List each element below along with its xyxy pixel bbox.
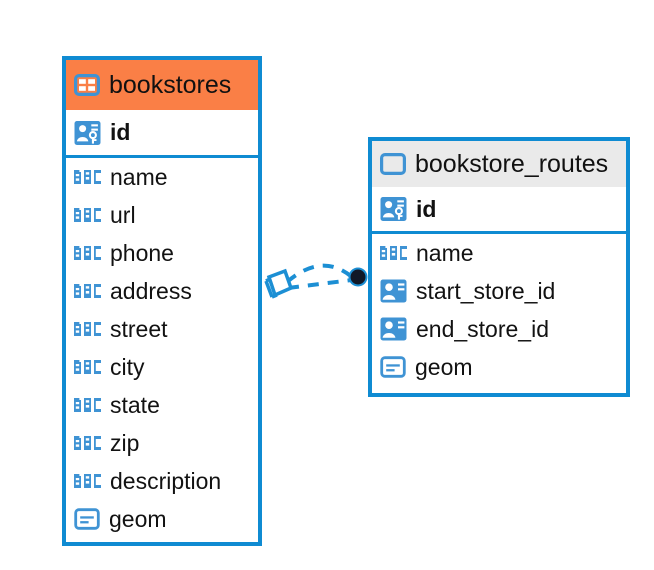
field-row-geom[interactable]: geom: [66, 500, 258, 538]
field-label: phone: [110, 239, 174, 266]
geometry-icon: [74, 508, 100, 530]
abc-text-icon: [74, 246, 101, 260]
field-row-phone[interactable]: phone: [66, 234, 258, 272]
entity-header-bookstore-routes[interactable]: bookstore_routes: [372, 141, 626, 187]
geometry-icon: [380, 356, 406, 378]
primary-key-icon: [380, 197, 407, 221]
abc-text-icon: [74, 170, 101, 184]
relationship-line-lower: [287, 278, 353, 290]
field-label: description: [110, 467, 222, 494]
field-label: address: [110, 277, 192, 304]
filled-circle-marker[interactable]: [348, 267, 368, 287]
entity-title: bookstores: [109, 70, 232, 99]
field-label: name: [110, 163, 168, 190]
field-row-name[interactable]: name: [372, 234, 626, 272]
field-row-zip[interactable]: zip: [66, 424, 258, 462]
field-row-id[interactable]: id: [372, 187, 626, 234]
table-icon: [74, 74, 100, 96]
abc-text-icon: [74, 398, 101, 412]
abc-text-icon: [74, 284, 101, 298]
field-label: street: [110, 315, 168, 342]
field-row-id[interactable]: id: [66, 110, 258, 158]
field-row-end-store-id[interactable]: end_store_id: [372, 310, 626, 348]
foreign-key-icon: [380, 317, 407, 341]
field-row-city[interactable]: city: [66, 348, 258, 386]
field-label: name: [416, 239, 474, 266]
abc-text-icon: [74, 322, 101, 336]
primary-key-icon: [74, 120, 101, 145]
field-label: url: [110, 201, 136, 228]
field-row-street[interactable]: street: [66, 310, 258, 348]
field-label: id: [110, 119, 131, 145]
field-row-address[interactable]: address: [66, 272, 258, 310]
abc-text-icon: [74, 360, 101, 374]
diamond-outline-marker[interactable]: [264, 268, 294, 299]
field-label: start_store_id: [416, 277, 556, 304]
field-label: state: [110, 391, 160, 418]
field-row-description[interactable]: description: [66, 462, 258, 500]
field-row-url[interactable]: url: [66, 196, 258, 234]
field-label: geom: [415, 353, 473, 380]
table-icon: [380, 153, 406, 175]
field-label: id: [416, 195, 437, 222]
entity-bookstore-routes[interactable]: bookstore_routes id: [368, 137, 630, 397]
field-row-geom[interactable]: geom: [372, 348, 626, 386]
field-label: city: [110, 353, 145, 380]
entity-title: bookstore_routes: [415, 149, 609, 178]
abc-text-icon: [74, 474, 101, 488]
abc-text-icon: [74, 208, 101, 222]
field-row-start-store-id[interactable]: start_store_id: [372, 272, 626, 310]
field-row-state[interactable]: state: [66, 386, 258, 424]
entity-header-bookstores[interactable]: bookstores: [66, 60, 258, 110]
field-label: zip: [110, 429, 140, 456]
field-label: end_store_id: [416, 315, 549, 342]
abc-text-icon: [74, 436, 101, 450]
entity-bookstores[interactable]: bookstores id: [62, 56, 262, 546]
field-row-name[interactable]: name: [66, 158, 258, 196]
field-label: geom: [109, 505, 167, 532]
relationship-line-upper: [285, 263, 354, 284]
foreign-key-icon: [380, 279, 407, 303]
abc-text-icon: [380, 246, 407, 260]
